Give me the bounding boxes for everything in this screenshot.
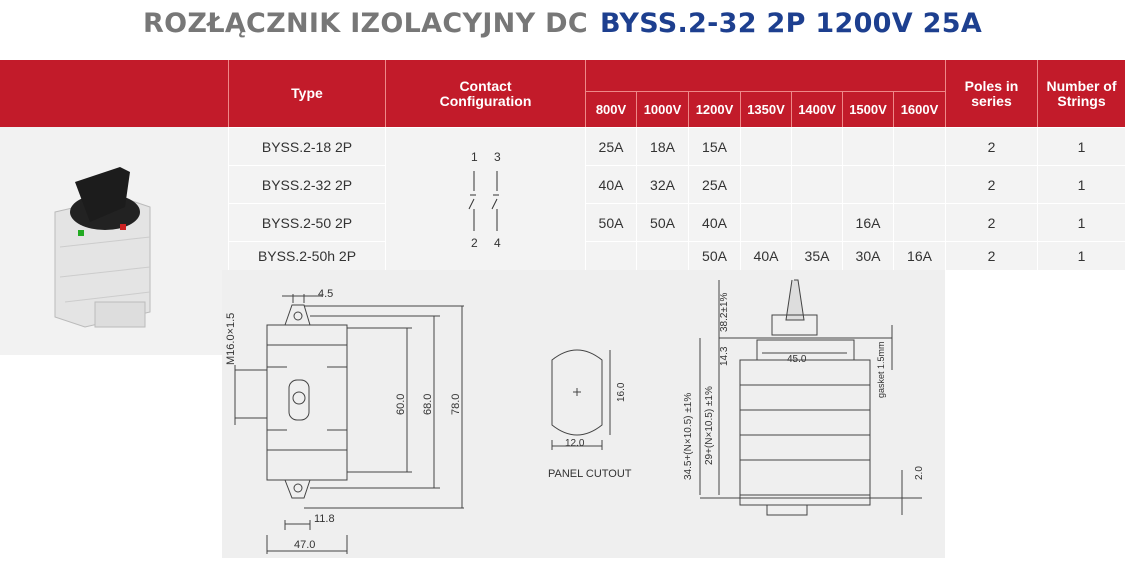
row-current: 25A xyxy=(688,165,740,203)
header-type: Type xyxy=(228,60,385,127)
row-current: 25A xyxy=(585,127,636,165)
row-current xyxy=(842,127,893,165)
svg-text:4.5: 4.5 xyxy=(318,288,333,300)
row-current: 32A xyxy=(636,165,688,203)
svg-text:38.2±1%: 38.2±1% xyxy=(719,292,730,332)
row-type: BYSS.2-32 2P xyxy=(228,165,385,203)
svg-text:34.5+(N×10.5) ±1%: 34.5+(N×10.5) ±1% xyxy=(683,393,694,480)
row-strings: 1 xyxy=(1037,165,1125,203)
row-current xyxy=(791,203,842,241)
svg-text:3: 3 xyxy=(494,150,501,164)
row-current xyxy=(842,165,893,203)
svg-text:2: 2 xyxy=(471,236,478,249)
svg-text:14.3: 14.3 xyxy=(719,346,730,366)
dimension-drawings: 4.5 M16.0×1.5 60.0 68.0 78.0 11.8 47.0 1… xyxy=(222,270,945,558)
product-photo xyxy=(0,127,228,355)
row-current: 50A xyxy=(636,203,688,241)
row-current: 16A xyxy=(842,203,893,241)
svg-text:gasket 1.5mm: gasket 1.5mm xyxy=(876,341,886,398)
row-current: 40A xyxy=(585,165,636,203)
header-strings: Number of Strings xyxy=(1037,60,1125,127)
row-current: 15A xyxy=(688,127,740,165)
row-strings: 1 xyxy=(1037,127,1125,165)
row-current xyxy=(740,203,791,241)
header-poles: Poles in series xyxy=(945,60,1037,127)
svg-text:12.0: 12.0 xyxy=(565,438,585,449)
row-poles: 2 xyxy=(945,165,1037,203)
row-poles: 2 xyxy=(945,203,1037,241)
row-current xyxy=(740,127,791,165)
header-voltage: 1000V xyxy=(636,92,688,127)
header-voltage: 1400V xyxy=(791,92,842,127)
row-type: BYSS.2-18 2P xyxy=(228,127,385,165)
row-current: 30A xyxy=(842,241,893,270)
header-voltage-group xyxy=(585,60,945,92)
svg-text:78.0: 78.0 xyxy=(450,394,462,415)
row-type: BYSS.2-50h 2P xyxy=(228,241,385,270)
svg-text:16.0: 16.0 xyxy=(616,382,627,402)
row-current: 16A xyxy=(893,241,945,270)
row-current: 18A xyxy=(636,127,688,165)
header-voltage: 800V xyxy=(585,92,636,127)
row-current xyxy=(893,203,945,241)
row-current xyxy=(791,127,842,165)
contact-configuration-diagram: 1 3 2 4 xyxy=(385,127,585,270)
row-current xyxy=(791,165,842,203)
row-current xyxy=(740,165,791,203)
row-current xyxy=(585,241,636,270)
header-contact: Contact Configuration xyxy=(385,60,585,127)
table-header xyxy=(0,60,1125,127)
row-poles: 2 xyxy=(945,127,1037,165)
row-strings: 1 xyxy=(1037,203,1125,241)
svg-text:60.0: 60.0 xyxy=(395,394,407,415)
header-voltage: 1600V xyxy=(893,92,945,127)
svg-text:2.0: 2.0 xyxy=(914,466,925,480)
row-current: 40A xyxy=(740,241,791,270)
row-type: BYSS.2-50 2P xyxy=(228,203,385,241)
svg-text:1: 1 xyxy=(471,150,478,164)
svg-text:29+(N×10.5) ±1%: 29+(N×10.5) ±1% xyxy=(704,386,715,465)
row-current: 50A xyxy=(585,203,636,241)
row-current: 50A xyxy=(688,241,740,270)
svg-text:4: 4 xyxy=(494,236,501,249)
row-current xyxy=(893,127,945,165)
svg-text:47.0: 47.0 xyxy=(294,539,315,551)
svg-text:45.0: 45.0 xyxy=(787,354,807,365)
row-current: 40A xyxy=(688,203,740,241)
svg-text:68.0: 68.0 xyxy=(422,394,434,415)
header-voltage: 1200V xyxy=(688,92,740,127)
model-title: BYSS.2-32 2P 1200V 25A xyxy=(599,8,983,39)
row-current xyxy=(636,241,688,270)
svg-text:11.8: 11.8 xyxy=(314,513,335,525)
svg-text:M16.0×1.5: M16.0×1.5 xyxy=(225,313,237,365)
header-voltage: 1350V xyxy=(740,92,791,127)
row-current: 35A xyxy=(791,241,842,270)
row-current xyxy=(893,165,945,203)
row-poles: 2 xyxy=(945,241,1037,270)
row-strings: 1 xyxy=(1037,241,1125,270)
svg-text:PANEL CUTOUT: PANEL CUTOUT xyxy=(548,468,632,480)
header-voltage: 1500V xyxy=(842,92,893,127)
